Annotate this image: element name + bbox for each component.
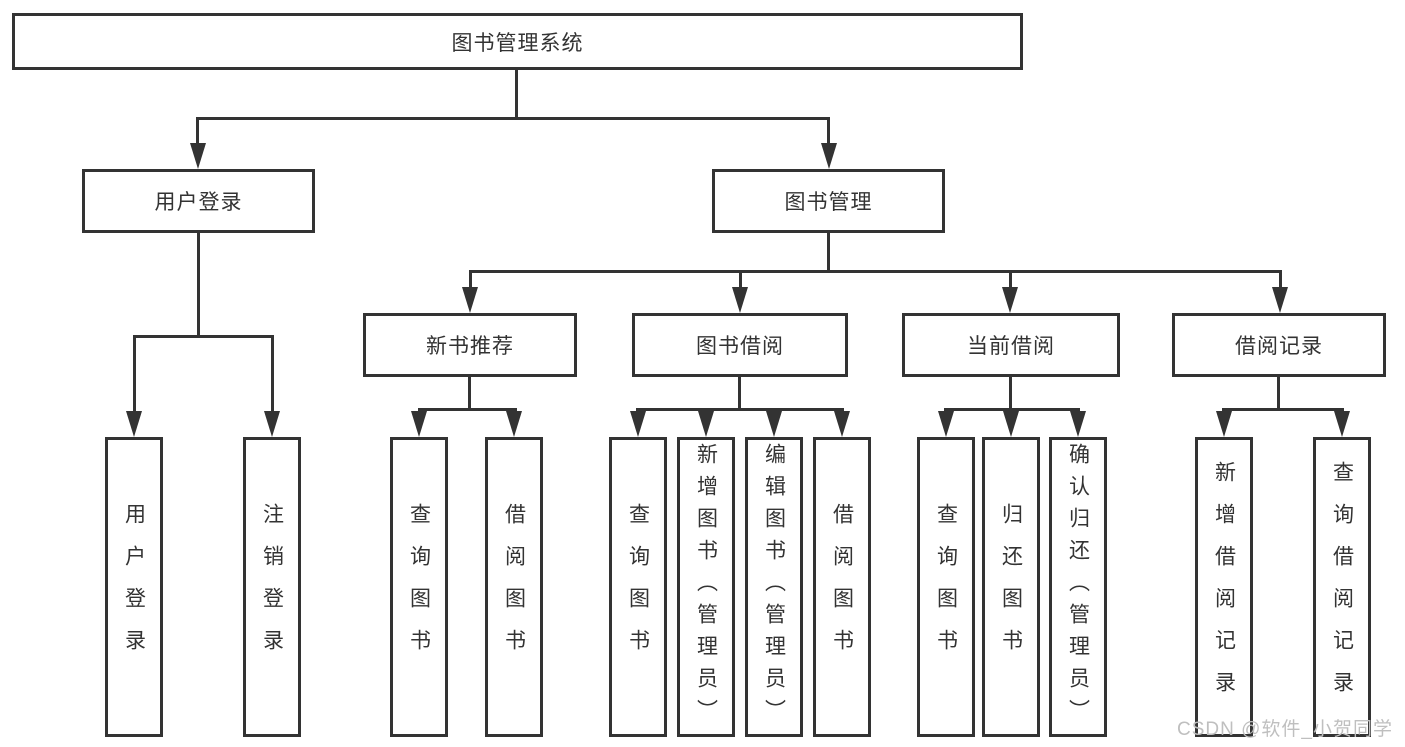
arrowhead-down-icon [1216,411,1232,437]
leaf-label: 用户登录 [122,503,146,671]
connector-drop-line [469,270,472,292]
arrowhead-down-icon [834,411,850,437]
node-label: 用户登录 [154,191,243,214]
leaf-label: 注销登录 [260,503,284,671]
node-label: 图书管理 [784,191,873,214]
connector-drop-line [196,117,199,150]
node-label: 图书借阅 [696,335,784,358]
node-label: 新书推荐 [426,335,514,358]
leaf-borrow-books: 借阅图书 [485,437,543,737]
node-label: 借阅记录 [1235,335,1323,358]
connector-book-mgmt-bar [469,270,1281,273]
connector-root-bar [197,117,830,120]
leaf-label: 归还图书 [999,503,1023,671]
arrowhead-down-icon [821,143,837,169]
leaf-label: 查询图书 [934,503,958,671]
leaf-borrow-books: 借阅图书 [813,437,871,737]
connector-stem [738,377,741,411]
leaf-label: 查询图书 [626,503,650,671]
connector-bar [637,408,844,411]
arrowhead-down-icon [1070,411,1086,437]
leaf-label: 借阅图书 [830,503,854,671]
arrowhead-down-icon [1334,411,1350,437]
connector-drop-line [1009,270,1012,292]
node-user-login: 用户登录 [82,169,315,233]
leaf-query-books: 查询图书 [917,437,975,737]
leaf-return-books: 归还图书 [982,437,1040,737]
arrowhead-down-icon [1003,411,1019,437]
connector-book-mgmt-stem [827,233,830,271]
arrowhead-down-icon [190,143,206,169]
connector-stem [1009,377,1012,411]
leaf-label: 新增图书（管理员） [694,443,718,731]
arrowhead-down-icon [506,411,522,437]
node-book-management: 图书管理 [712,169,945,233]
arrowhead-down-icon [1002,287,1018,313]
connector-user-login-stem [197,233,200,336]
connector-user-login-bar [133,335,274,338]
leaf-add-books-admin: 新增图书（管理员） [677,437,735,737]
arrowhead-down-icon [698,411,714,437]
node-book-borrow: 图书借阅 [632,313,848,377]
leaf-add-borrow-record: 新增借阅记录 [1195,437,1253,737]
node-label: 图书管理系统 [451,31,584,55]
leaf-edit-books-admin: 编辑图书（管理员） [745,437,803,737]
arrowhead-down-icon [462,287,478,313]
arrowhead-down-icon [766,411,782,437]
connector-bar [1222,408,1344,411]
leaf-label: 查询借阅记录 [1330,461,1354,713]
arrowhead-down-icon [938,411,954,437]
leaf-user-login: 用户登录 [105,437,163,737]
leaf-query-books: 查询图书 [609,437,667,737]
arrowhead-down-icon [732,287,748,313]
connector-drop-line [271,335,274,420]
arrowhead-down-icon [411,411,427,437]
connector-drop-line [739,270,742,292]
leaf-label: 编辑图书（管理员） [762,443,786,731]
connector-drop-line [827,117,830,150]
node-root-library-system: 图书管理系统 [12,13,1023,70]
leaf-label: 查询图书 [407,503,431,671]
arrowhead-down-icon [126,411,142,437]
leaf-label: 新增借阅记录 [1212,461,1236,713]
leaf-logout: 注销登录 [243,437,301,737]
csdn-watermark: CSDN @软件_小贺同学 [1177,719,1393,740]
leaf-label: 借阅图书 [502,503,526,671]
connector-stem [1277,377,1280,411]
arrowhead-down-icon [1272,287,1288,313]
leaf-label: 确认归还（管理员） [1066,443,1090,731]
leaf-confirm-return-admin: 确认归还（管理员） [1049,437,1107,737]
connector-bar [944,408,1080,411]
node-new-book-recommend: 新书推荐 [363,313,577,377]
connector-stem [468,377,471,411]
node-label: 当前借阅 [967,335,1055,358]
arrowhead-down-icon [264,411,280,437]
leaf-query-books: 查询图书 [390,437,448,737]
connector-drop-line [133,335,136,420]
connector-bar [418,408,517,411]
node-current-borrow: 当前借阅 [902,313,1120,377]
node-borrow-records: 借阅记录 [1172,313,1386,377]
connector-root-stem [515,70,518,118]
connector-drop-line [1279,270,1282,292]
leaf-query-borrow-record: 查询借阅记录 [1313,437,1371,737]
arrowhead-down-icon [630,411,646,437]
